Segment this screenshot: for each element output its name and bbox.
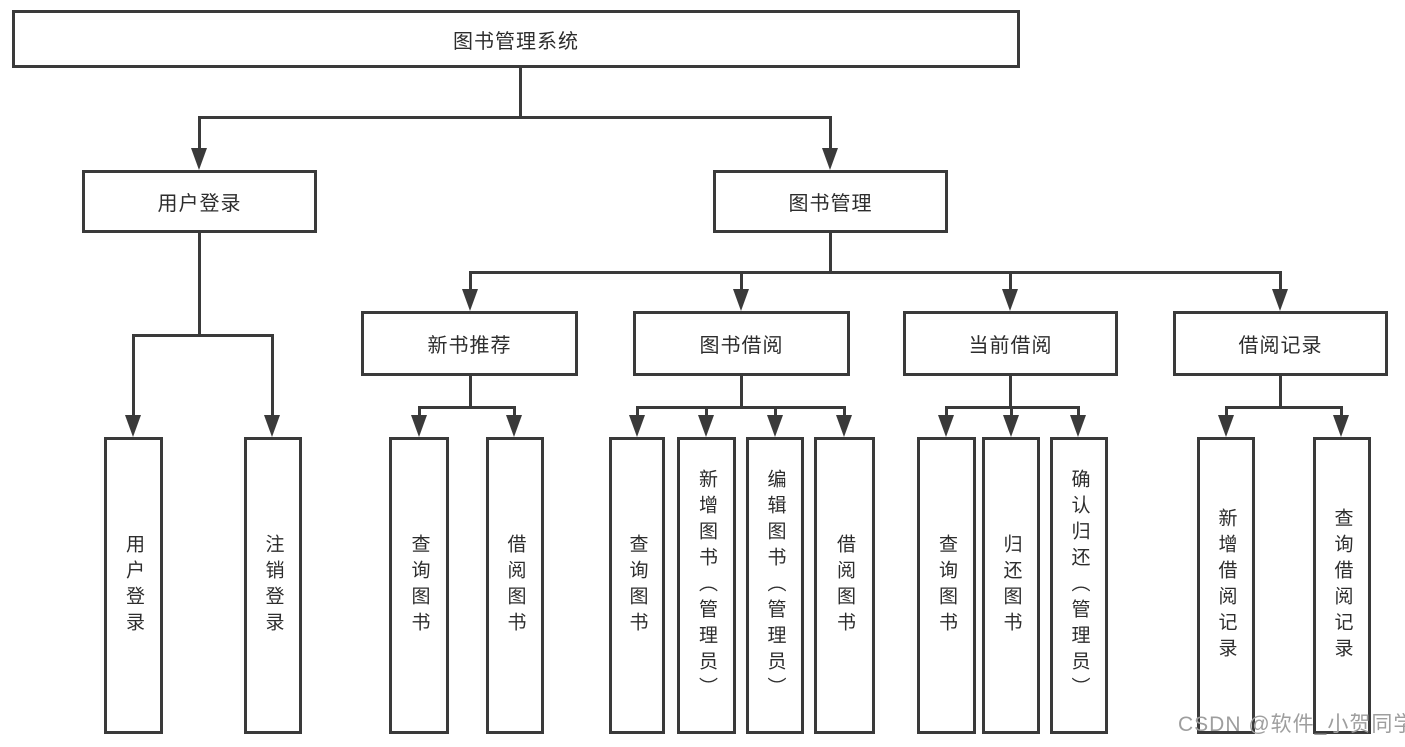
connector-line — [774, 406, 777, 418]
leaf-add-borrow-record: 新增借阅记录 — [1197, 437, 1255, 734]
arrow-down-icon — [629, 415, 645, 437]
arrow-down-icon — [698, 415, 714, 437]
leaf-add-books-admin: 新增图书（管理员） — [677, 437, 736, 734]
arrow-down-icon — [1272, 289, 1288, 311]
leaf-query-books-current: 查询图书 — [917, 437, 976, 734]
leaf-borrow-books: 借阅图书 — [814, 437, 875, 734]
connector-line — [843, 406, 846, 418]
arrow-down-icon — [836, 415, 852, 437]
connector-line — [1009, 271, 1012, 291]
node-label: 当前借阅 — [968, 335, 1053, 357]
arrow-down-icon — [822, 148, 838, 170]
leaf-label: 用户登录 — [123, 533, 144, 638]
connector-line — [636, 406, 846, 409]
leaf-label: 查询借阅记录 — [1331, 507, 1353, 664]
connector-line — [1279, 374, 1282, 408]
connector-line — [1279, 271, 1282, 291]
connector-line — [1225, 406, 1343, 409]
leaf-label: 借阅图书 — [834, 533, 855, 638]
arrow-down-icon — [767, 415, 783, 437]
arrow-down-icon — [938, 415, 954, 437]
connector-line — [1340, 406, 1343, 418]
arrow-down-icon — [1218, 415, 1234, 437]
arrow-down-icon — [733, 289, 749, 311]
leaf-edit-books-admin: 编辑图书（管理员） — [746, 437, 804, 734]
connector-line — [198, 233, 201, 336]
connector-line — [945, 406, 948, 418]
connector-line — [829, 116, 832, 150]
connector-line — [418, 406, 516, 409]
leaf-label: 编辑图书（管理员） — [764, 468, 786, 703]
leaf-label: 查询图书 — [626, 533, 648, 638]
connector-line — [1010, 406, 1013, 418]
leaf-label: 注销登录 — [262, 533, 284, 638]
connector-line — [519, 68, 522, 118]
leaf-label: 借阅图书 — [504, 533, 526, 638]
node-book-borrowing: 图书借阅 — [633, 311, 850, 376]
connector-line — [1225, 406, 1228, 418]
leaf-query-books-borrow: 查询图书 — [609, 437, 665, 734]
arrow-down-icon — [1002, 289, 1018, 311]
node-book-management: 图书管理 — [713, 170, 948, 233]
node-label: 借阅记录 — [1238, 335, 1323, 357]
arrow-down-icon — [1003, 415, 1019, 437]
connector-line — [469, 271, 472, 291]
csdn-watermark: CSDN @软件_小贺同学 — [1178, 713, 1405, 736]
node-borrowing-records: 借阅记录 — [1173, 311, 1388, 376]
connector-line — [418, 406, 421, 418]
connector-line — [1077, 406, 1080, 418]
connector-line — [740, 271, 743, 291]
leaf-label: 查询图书 — [936, 533, 957, 638]
connector-line — [198, 116, 201, 150]
connector-line — [829, 233, 832, 274]
arrow-down-icon — [1070, 415, 1086, 437]
connector-line — [469, 271, 1281, 274]
node-label: 图书管理系统 — [453, 30, 579, 53]
leaf-confirm-return-admin: 确认归还（管理员） — [1050, 437, 1108, 734]
connector-line — [198, 116, 832, 119]
leaf-logout: 注销登录 — [244, 437, 302, 734]
connector-line — [469, 374, 472, 408]
node-user-login: 用户登录 — [82, 170, 317, 233]
connector-line — [705, 406, 708, 418]
arrow-down-icon — [1333, 415, 1349, 437]
leaf-user-login: 用户登录 — [104, 437, 163, 734]
leaf-query-books-recommend: 查询图书 — [389, 437, 449, 734]
connector-line — [132, 334, 135, 417]
connector-line — [513, 406, 516, 418]
node-label: 新书推荐 — [427, 335, 512, 357]
node-library-management-system: 图书管理系统 — [12, 10, 1020, 68]
node-new-book-recommendation: 新书推荐 — [361, 311, 578, 376]
leaf-return-books: 归还图书 — [982, 437, 1040, 734]
node-label: 图书借阅 — [699, 335, 784, 357]
leaf-borrow-books-recommend: 借阅图书 — [486, 437, 544, 734]
node-current-borrowing: 当前借阅 — [903, 311, 1118, 376]
arrow-down-icon — [462, 289, 478, 311]
connector-line — [132, 334, 274, 337]
connector-line — [636, 406, 639, 418]
leaf-label: 查询图书 — [408, 533, 430, 638]
node-label: 图书管理 — [788, 193, 873, 215]
leaf-query-borrow-record: 查询借阅记录 — [1313, 437, 1371, 734]
arrow-down-icon — [125, 415, 141, 437]
leaf-label: 新增图书（管理员） — [696, 468, 717, 703]
connector-line — [1009, 374, 1012, 408]
arrow-down-icon — [191, 148, 207, 170]
leaf-label: 新增借阅记录 — [1215, 507, 1237, 664]
arrow-down-icon — [506, 415, 522, 437]
connector-line — [740, 374, 743, 408]
arrow-down-icon — [411, 415, 427, 437]
leaf-label: 归还图书 — [1000, 533, 1022, 638]
arrow-down-icon — [264, 415, 280, 437]
node-label: 用户登录 — [157, 193, 242, 215]
leaf-label: 确认归还（管理员） — [1068, 468, 1090, 703]
connector-line — [271, 334, 274, 417]
